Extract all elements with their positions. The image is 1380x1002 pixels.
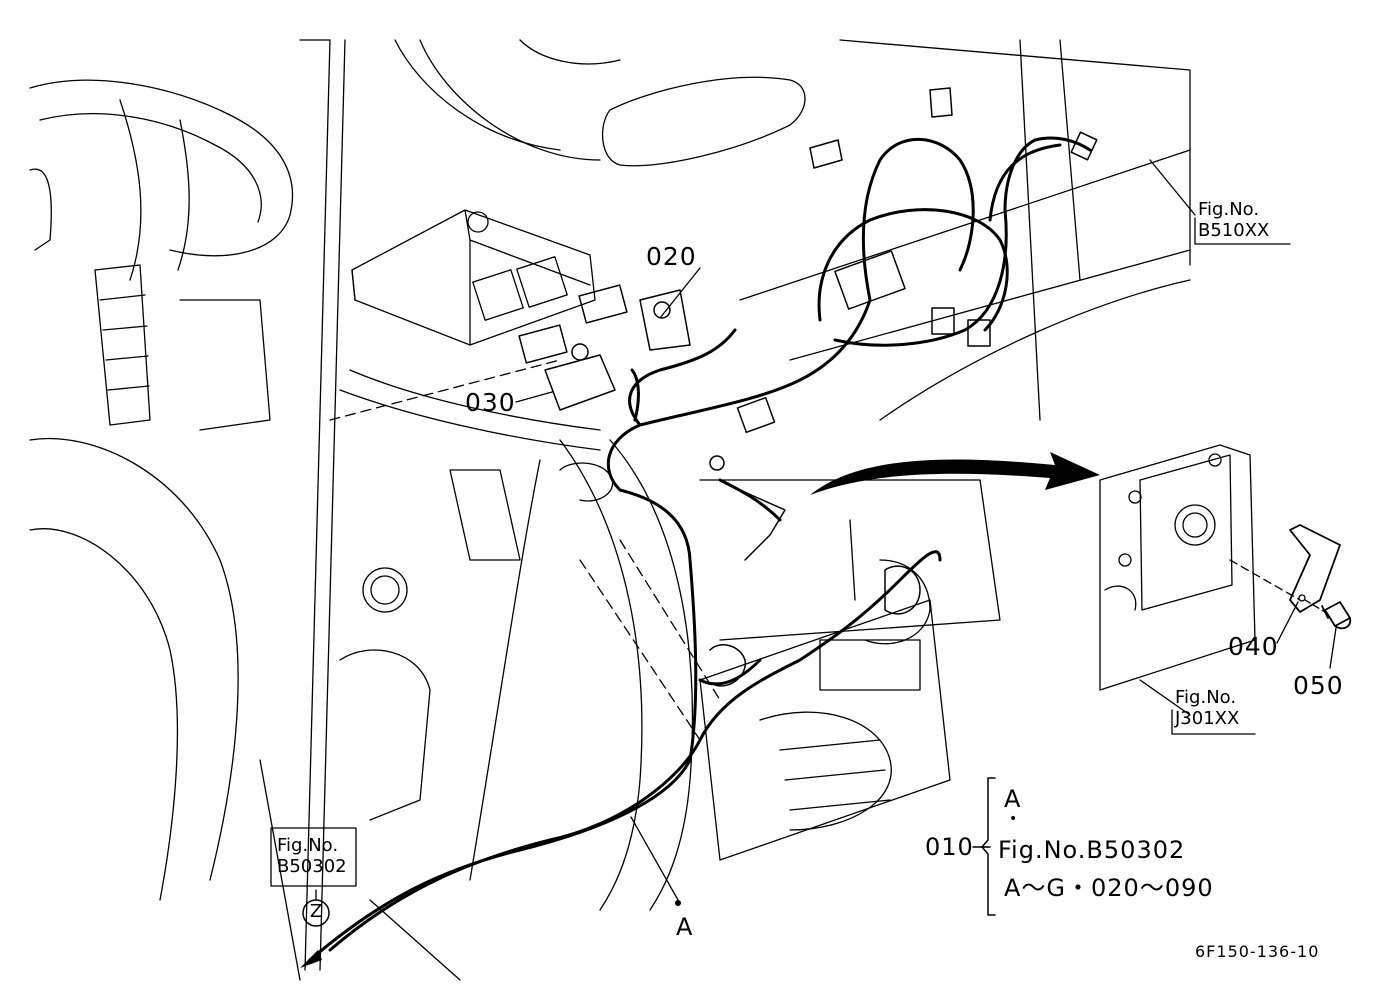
part-label-050: 050 — [1293, 671, 1344, 700]
part-label-030: 030 — [465, 388, 516, 417]
legend-bracket — [972, 777, 996, 916]
fig-frame-b50302 — [270, 827, 357, 887]
connectors — [518, 87, 1098, 687]
wiring-harness — [308, 136, 1092, 962]
inset-bracket-detail — [1099, 444, 1331, 691]
harness-end-arrow — [300, 950, 322, 968]
bracket-hole — [1298, 594, 1306, 602]
fig-frame-b510 — [1194, 217, 1291, 245]
detail-arrow — [810, 452, 1100, 495]
fig-ref-j301xx[interactable]: Fig.No. J301XX — [1175, 687, 1240, 729]
fig-ref-b50302[interactable]: Fig.No. B50302 — [277, 835, 347, 877]
part-label-040: 040 — [1228, 632, 1279, 661]
legend-line-dot: • — [1009, 811, 1018, 827]
legend-line-range: A〜G・020〜090 — [1004, 874, 1214, 902]
legend-line-a: A — [1004, 785, 1022, 813]
point-a-dot — [675, 900, 681, 906]
fig-frame-j301 — [1171, 709, 1256, 735]
leader-lines — [315, 159, 1337, 901]
legend-item-number: 010 — [925, 833, 974, 861]
point-marker-a: A — [676, 913, 694, 941]
z-marker: Z — [309, 901, 323, 922]
bolt-050 — [1321, 601, 1352, 630]
part-label-020: 020 — [646, 242, 697, 271]
machine-outline — [29, 39, 1191, 981]
legend-line-figno: Fig.No.B50302 — [998, 836, 1186, 864]
drawing-code: 6F150-136-10 — [1195, 942, 1320, 961]
bracket-040 — [1289, 524, 1341, 613]
fig-ref-b510xx[interactable]: Fig.No. B510XX — [1198, 199, 1270, 241]
z-marker-circle — [302, 899, 330, 927]
